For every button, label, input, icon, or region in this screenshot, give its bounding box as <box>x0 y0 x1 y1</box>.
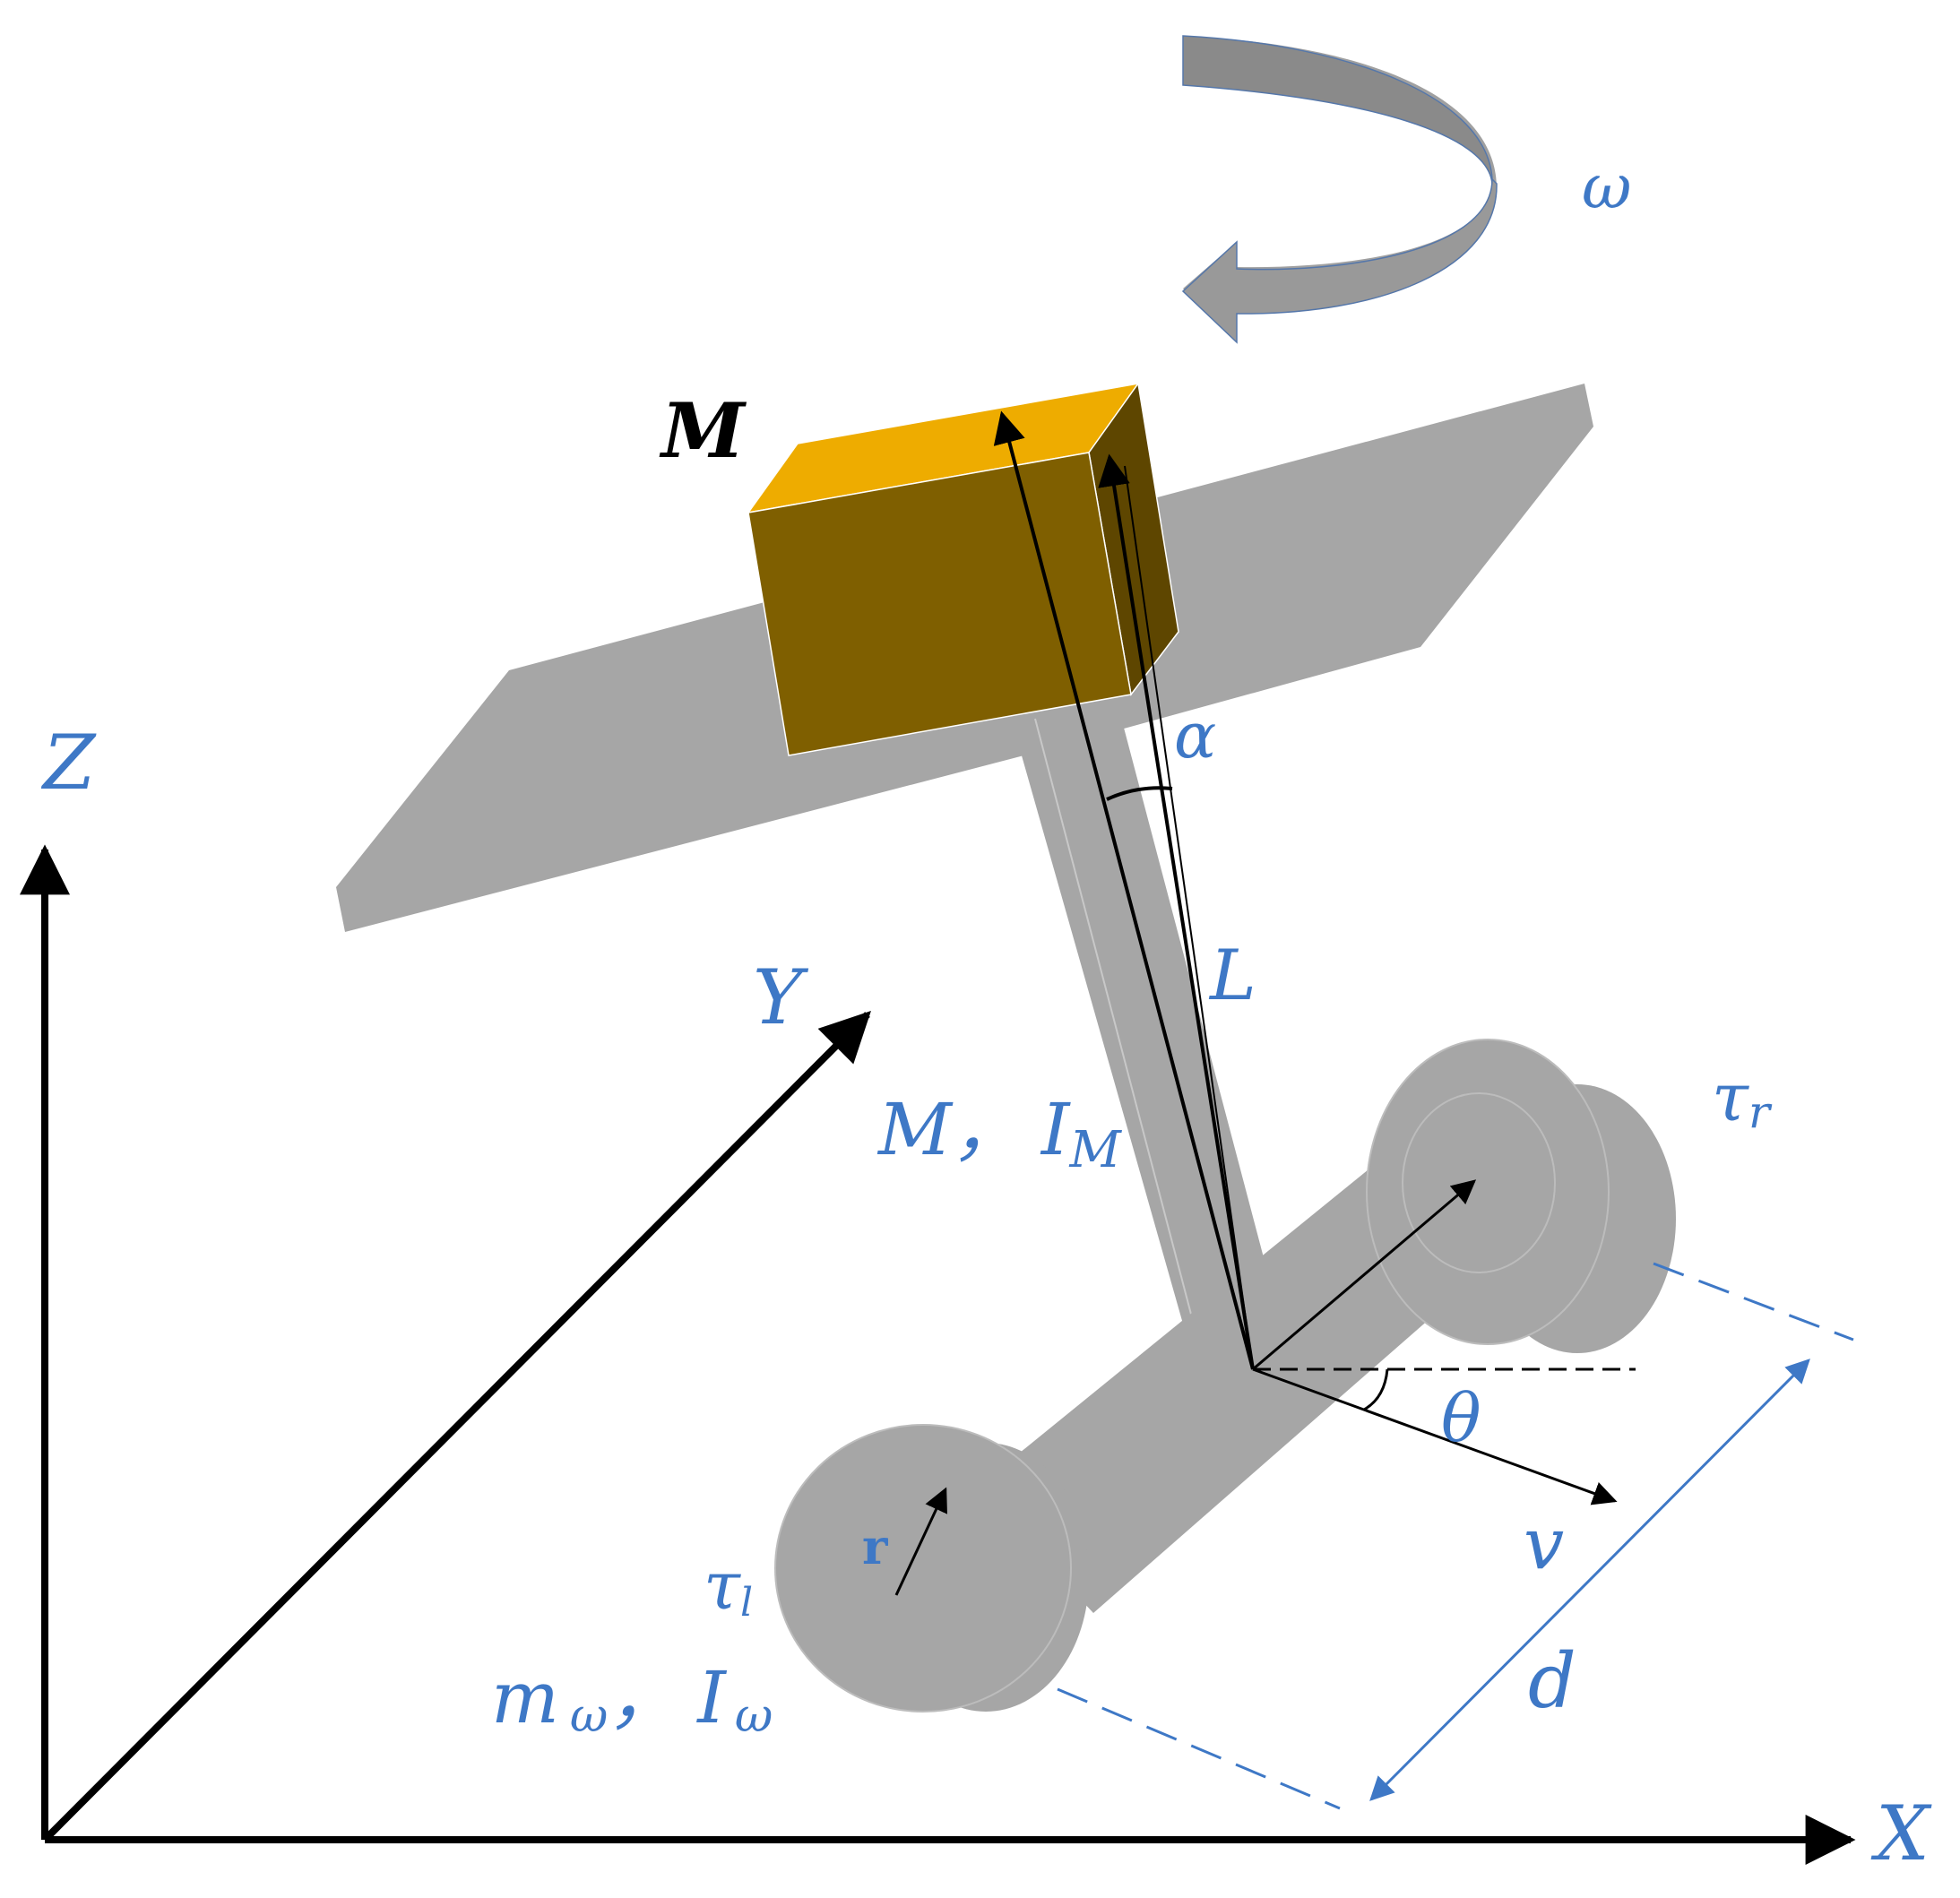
right-wheel <box>1366 1039 1676 1353</box>
torque-left-label: τl <box>704 1548 753 1626</box>
dimension-dash-left <box>1057 1687 1341 1810</box>
torque-right-label: τr <box>1712 1059 1773 1138</box>
torque-right-subscript: r <box>1748 1086 1773 1138</box>
torque-left-subscript: l <box>740 1580 753 1626</box>
pendulum-rod <box>1013 697 1299 1425</box>
wheel-inertia-subscript: ω <box>735 1689 773 1743</box>
wheel-mass-symbol: m <box>491 1656 559 1739</box>
body-inertia-subscript: M <box>1069 1121 1123 1179</box>
axis-z-label: Z <box>40 719 97 807</box>
velocity-label: v <box>1524 1502 1564 1585</box>
radius-vector <box>894 1487 947 1596</box>
wheel-mass-subscript: ω <box>570 1689 608 1743</box>
pendulum-vector-vertical <box>1098 453 1255 1370</box>
omega-label: ω <box>1582 152 1631 223</box>
mass-top-label: M <box>659 386 747 475</box>
pendulum-vector-tilted <box>993 410 1255 1370</box>
distance-label: d <box>1528 1637 1576 1725</box>
left-wheel <box>774 1424 1089 1713</box>
axis-x-label: X <box>1870 1790 1932 1877</box>
body-mass-label: M，IM <box>876 1088 1123 1179</box>
theta-label: θ <box>1441 1380 1481 1457</box>
theta-arc <box>1363 1368 1389 1411</box>
axis-y-label: Y <box>753 953 809 1041</box>
wheel-separator: ， <box>608 1656 679 1739</box>
length-label: L <box>1208 936 1256 1016</box>
dimension-dash-right <box>1653 1262 1854 1342</box>
alpha-arc <box>1106 786 1173 801</box>
y-axis <box>42 1011 871 1842</box>
torque-left-symbol: τ <box>704 1548 741 1625</box>
vertical-reference-line <box>1124 465 1254 1370</box>
dimension-line-d <box>1369 1359 1810 1801</box>
torque-right-symbol: τ <box>1712 1059 1749 1136</box>
rotation-arrow-icon <box>1181 35 1498 344</box>
body-inertia-symbol: I <box>1040 1088 1071 1171</box>
wheel-inertia-symbol: I <box>695 1656 727 1739</box>
body-mass-symbol: M <box>876 1088 954 1171</box>
radius-label: r <box>862 1518 888 1575</box>
axle-direction-vector <box>1252 1179 1477 1371</box>
body-separator: ， <box>952 1088 1023 1171</box>
velocity-vector <box>1252 1367 1618 1505</box>
alpha-label: α <box>1174 699 1216 772</box>
